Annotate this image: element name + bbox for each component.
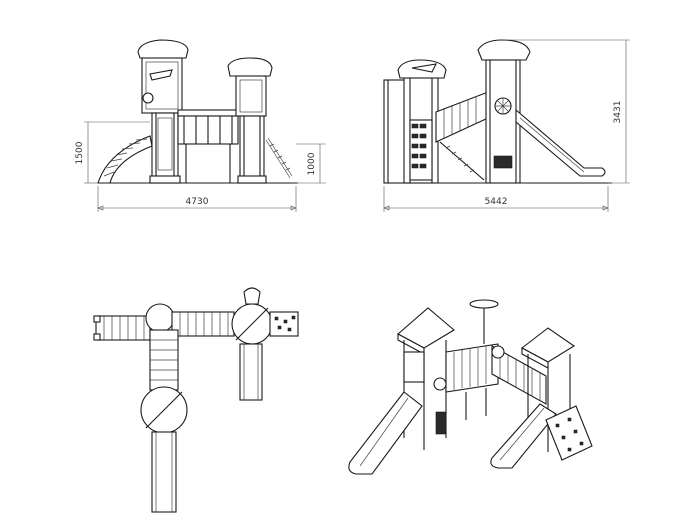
front-elevation-view: 4730 1500 1000 — [75, 39, 326, 212]
side-width-dimension: 5442 — [485, 197, 508, 207]
front-bridge — [177, 109, 239, 183]
side-slide — [515, 108, 606, 177]
front-width-dimension: 4730 — [186, 197, 209, 207]
side-elevation-view: 5442 3431 — [383, 39, 630, 212]
right-tower — [227, 57, 293, 184]
curved-climber — [97, 135, 153, 184]
isometric-view — [348, 299, 593, 475]
plan-view — [93, 287, 299, 513]
front-dimensions: 4730 1500 1000 — [75, 121, 326, 212]
side-height-dimension: 3431 — [613, 101, 623, 124]
front-right-height-dimension: 1000 — [307, 152, 317, 175]
side-right-tower — [477, 39, 531, 184]
side-bridge — [435, 91, 489, 181]
front-left-height-dimension: 1500 — [75, 141, 85, 164]
side-dimensions: 5442 3431 — [383, 39, 630, 212]
left-tower — [137, 39, 189, 184]
